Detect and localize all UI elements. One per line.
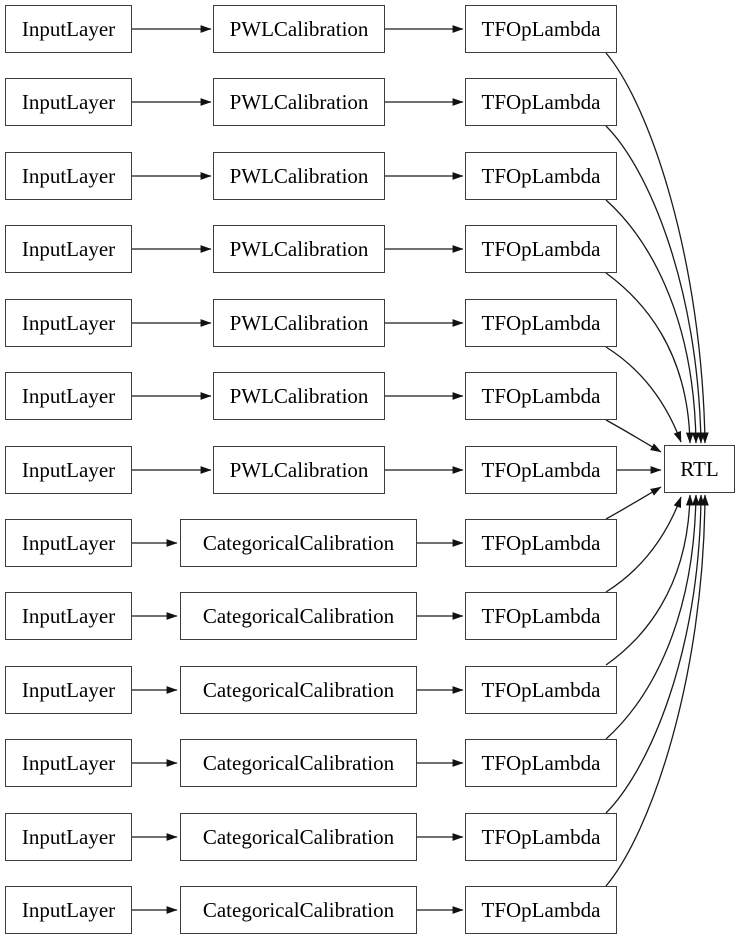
node-input-layer: InputLayer [5, 372, 132, 420]
node-input-layer: InputLayer [5, 78, 132, 126]
node-tf-op-lambda: TFOpLambda [465, 225, 617, 273]
node-tf-op-lambda: TFOpLambda [465, 5, 617, 53]
node-tf-op-lambda: TFOpLambda [465, 739, 617, 787]
edge-lambda-to-rtl [605, 494, 694, 666]
node-input-layer: InputLayer [5, 446, 132, 494]
node-categorical-calibration: CategoricalCalibration [180, 666, 417, 714]
node-input-layer: InputLayer [5, 666, 132, 714]
node-rtl: RTL [664, 445, 735, 493]
node-pwl-calibration: PWLCalibration [213, 5, 385, 53]
node-tf-op-lambda: TFOpLambda [465, 592, 617, 640]
node-input-layer: InputLayer [5, 152, 132, 200]
node-pwl-calibration: PWLCalibration [213, 78, 385, 126]
node-tf-op-lambda: TFOpLambda [465, 666, 617, 714]
node-input-layer: InputLayer [5, 225, 132, 273]
edge-lambda-to-rtl [605, 419, 662, 453]
edge-lambda-to-rtl [605, 494, 705, 814]
node-tf-op-lambda: TFOpLambda [465, 78, 617, 126]
node-pwl-calibration: PWLCalibration [213, 225, 385, 273]
node-input-layer: InputLayer [5, 592, 132, 640]
node-tf-op-lambda: TFOpLambda [465, 886, 617, 934]
node-tf-op-lambda: TFOpLambda [465, 446, 617, 494]
node-pwl-calibration: PWLCalibration [213, 446, 385, 494]
node-categorical-calibration: CategoricalCalibration [180, 813, 417, 861]
edge-lambda-to-rtl [605, 486, 662, 520]
edge-lambda-to-rtl [605, 125, 705, 444]
node-tf-op-lambda: TFOpLambda [465, 152, 617, 200]
node-input-layer: InputLayer [5, 519, 132, 567]
edge-lambda-to-rtl [605, 199, 700, 444]
node-input-layer: InputLayer [5, 886, 132, 934]
node-input-layer: InputLayer [5, 739, 132, 787]
edge-lambda-to-rtl [605, 346, 682, 443]
edge-lambda-to-rtl [605, 52, 709, 444]
node-categorical-calibration: CategoricalCalibration [180, 886, 417, 934]
edge-lambda-to-rtl [605, 494, 709, 887]
node-input-layer: InputLayer [5, 5, 132, 53]
node-tf-op-lambda: TFOpLambda [465, 519, 617, 567]
node-tf-op-lambda: TFOpLambda [465, 372, 617, 420]
node-input-layer: InputLayer [5, 813, 132, 861]
edge-lambda-to-rtl [605, 496, 682, 593]
edge-lambda-to-rtl [605, 494, 700, 740]
node-categorical-calibration: CategoricalCalibration [180, 739, 417, 787]
node-tf-op-lambda: TFOpLambda [465, 299, 617, 347]
node-input-layer: InputLayer [5, 299, 132, 347]
node-categorical-calibration: CategoricalCalibration [180, 519, 417, 567]
node-tf-op-lambda: TFOpLambda [465, 813, 617, 861]
node-pwl-calibration: PWLCalibration [213, 152, 385, 200]
edge-lambda-to-rtl [605, 272, 694, 444]
node-pwl-calibration: PWLCalibration [213, 299, 385, 347]
node-categorical-calibration: CategoricalCalibration [180, 592, 417, 640]
node-pwl-calibration: PWLCalibration [213, 372, 385, 420]
